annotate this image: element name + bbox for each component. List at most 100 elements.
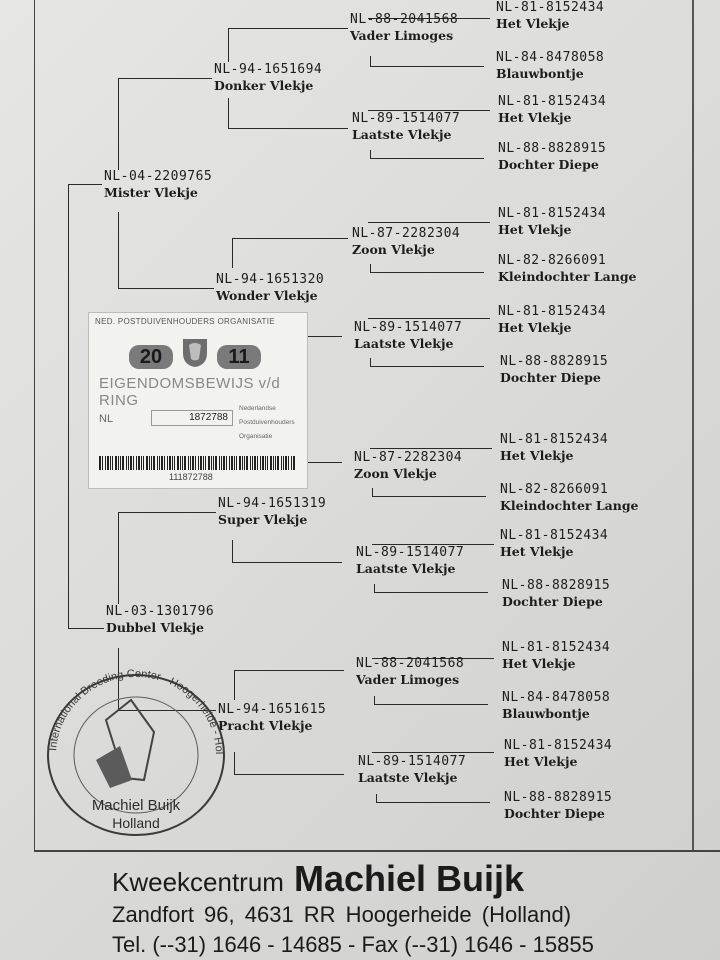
- barcode-stripe: [182, 456, 183, 470]
- barcode-stripe: [260, 456, 261, 470]
- connector: [372, 496, 486, 497]
- ring-number: NL-03-1301796: [106, 604, 215, 619]
- pigeon-name: Dochter Diepe: [500, 370, 601, 385]
- connector: [68, 628, 104, 629]
- breeding-center-stamp: International Breeding Center - Hoogerhe…: [36, 660, 225, 836]
- footer-phone: Tel. (--31) 1646 - 14685 - Fax (--31) 16…: [112, 932, 594, 957]
- gen4-entry: NL-81-8152434 Het Vlekje: [496, 0, 604, 32]
- barcode-stripe: [275, 456, 276, 470]
- barcode-stripe: [105, 456, 106, 470]
- barcode-stripe: [200, 456, 202, 470]
- gen4-entry: NL-81-8152434 Het Vlekje: [498, 206, 606, 238]
- barcode-stripe: [172, 456, 173, 470]
- barcode-stripe: [267, 456, 268, 470]
- barcode-stripe: [229, 456, 230, 470]
- footer-divider: [34, 850, 720, 852]
- pigeon-name: Zoon Vlekje: [352, 242, 435, 257]
- connector: [118, 288, 214, 289]
- barcode-stripe: [107, 456, 109, 470]
- ring-number: NL-88-8828915: [504, 790, 613, 805]
- gen4-entry: NL-82-8266091 Kleindochter Lange: [500, 482, 639, 514]
- gen3-entry: NL-89-1514077 Laatste Vlekje: [354, 320, 462, 352]
- barcode-stripe: [281, 456, 282, 470]
- barcode-stripe: [246, 456, 248, 470]
- ring-number: NL-81-8152434: [504, 738, 613, 753]
- connector: [374, 696, 375, 704]
- footer-prefix: Kweekcentrum: [112, 867, 284, 897]
- connector: [370, 66, 484, 67]
- pigeon-name: Laatste Vlekje: [356, 561, 456, 576]
- pigeon-name: Het Vlekje: [498, 110, 572, 125]
- subject-sire: NL-04-2209765 Mister Vlekje: [104, 169, 212, 201]
- barcode-stripe: [211, 456, 212, 470]
- barcode-stripe: [195, 456, 196, 470]
- connector: [372, 658, 494, 659]
- barcode-stripe: [190, 456, 191, 470]
- ring-number: NL-81-8152434: [498, 94, 607, 109]
- connector: [118, 512, 119, 604]
- connector: [370, 56, 371, 66]
- barcode-stripe: [254, 456, 256, 470]
- barcode-stripe: [226, 456, 227, 470]
- barcode-stripe: [244, 456, 245, 470]
- pigeon-name: Het Vlekje: [500, 448, 574, 463]
- barcode-stripe: [221, 456, 222, 470]
- card-organisation: NED. POSTDUIVENHOUDERS ORGANISATIE: [95, 317, 275, 326]
- gen4-entry: NL-82-8266091 Kleindochter Lange: [498, 253, 637, 285]
- barcode-stripe: [110, 456, 111, 470]
- connector: [374, 592, 488, 593]
- connector: [228, 98, 229, 128]
- barcode-stripe: [118, 456, 119, 470]
- ring-number: NL-94-1651694: [214, 62, 323, 77]
- gen3-entry: NL-87-2282304 Zoon Vlekje: [354, 450, 462, 482]
- gen4-entry: NL-88-8828915 Dochter Diepe: [502, 578, 610, 610]
- pigeon-name: Zoon Vlekje: [354, 466, 437, 481]
- ring-number: NL-88-8828915: [500, 354, 609, 369]
- ring-ownership-card: NED. POSTDUIVENHOUDERS ORGANISATIE 20 11…: [88, 312, 308, 489]
- gen2-entry: NL-94-1651319 Super Vlekje: [218, 496, 326, 528]
- connector: [232, 540, 233, 562]
- connector: [228, 28, 348, 29]
- ring-number: NL-81-8152434: [500, 528, 609, 543]
- subject-bracket: [68, 184, 69, 629]
- barcode-stripe: [115, 456, 117, 470]
- barcode-stripe: [136, 456, 137, 470]
- barcode-stripe: [112, 456, 113, 470]
- ring-number: NL-81-8152434: [496, 0, 605, 15]
- pigeon-name: Super Vlekje: [218, 512, 308, 527]
- connector: [376, 802, 490, 803]
- barcode-stripe: [149, 456, 150, 470]
- connector: [374, 584, 375, 592]
- gen3-entry: NL-88-2041568 Vader Limoges: [356, 656, 464, 688]
- connector: [372, 488, 373, 496]
- gen2-entry: NL-94-1651694 Donker Vlekje: [214, 62, 322, 94]
- barcode-stripe: [270, 456, 272, 470]
- gen4-entry: NL-81-8152434 Het Vlekje: [504, 738, 612, 770]
- connector: [374, 704, 488, 705]
- barcode-stripe: [223, 456, 225, 470]
- connector: [370, 150, 371, 158]
- barcode-stripe: [146, 456, 148, 470]
- gen4-entry: NL-81-8152434 Het Vlekje: [500, 528, 608, 560]
- gen2-entry: NL-94-1651320 Wonder Vlekje: [216, 272, 324, 304]
- footer-address: Zandfort 96, 4631 RR Hoogerheide (Hollan…: [112, 902, 572, 927]
- gen3-entry: NL-89-1514077 Laatste Vlekje: [358, 754, 466, 786]
- connector: [118, 512, 216, 513]
- connector: [228, 128, 348, 129]
- gen4-entry: NL-88-8828915 Dochter Diepe: [498, 141, 606, 173]
- barcode-stripe: [213, 456, 214, 470]
- connector: [370, 264, 371, 272]
- pigeon-name: Dochter Diepe: [502, 594, 603, 609]
- barcode-stripe: [99, 456, 101, 470]
- barcode-stripe: [130, 456, 132, 470]
- connector: [372, 752, 494, 753]
- card-side-label: Organisatie: [239, 433, 273, 440]
- pigeon-name: Laatste Vlekje: [354, 336, 454, 351]
- ring-number: NL-84-8478058: [502, 690, 611, 705]
- gen4-entry: NL-81-8152434 Het Vlekje: [500, 432, 608, 464]
- connector: [370, 272, 484, 273]
- barcode-stripe: [257, 456, 258, 470]
- barcode-stripe: [177, 456, 179, 470]
